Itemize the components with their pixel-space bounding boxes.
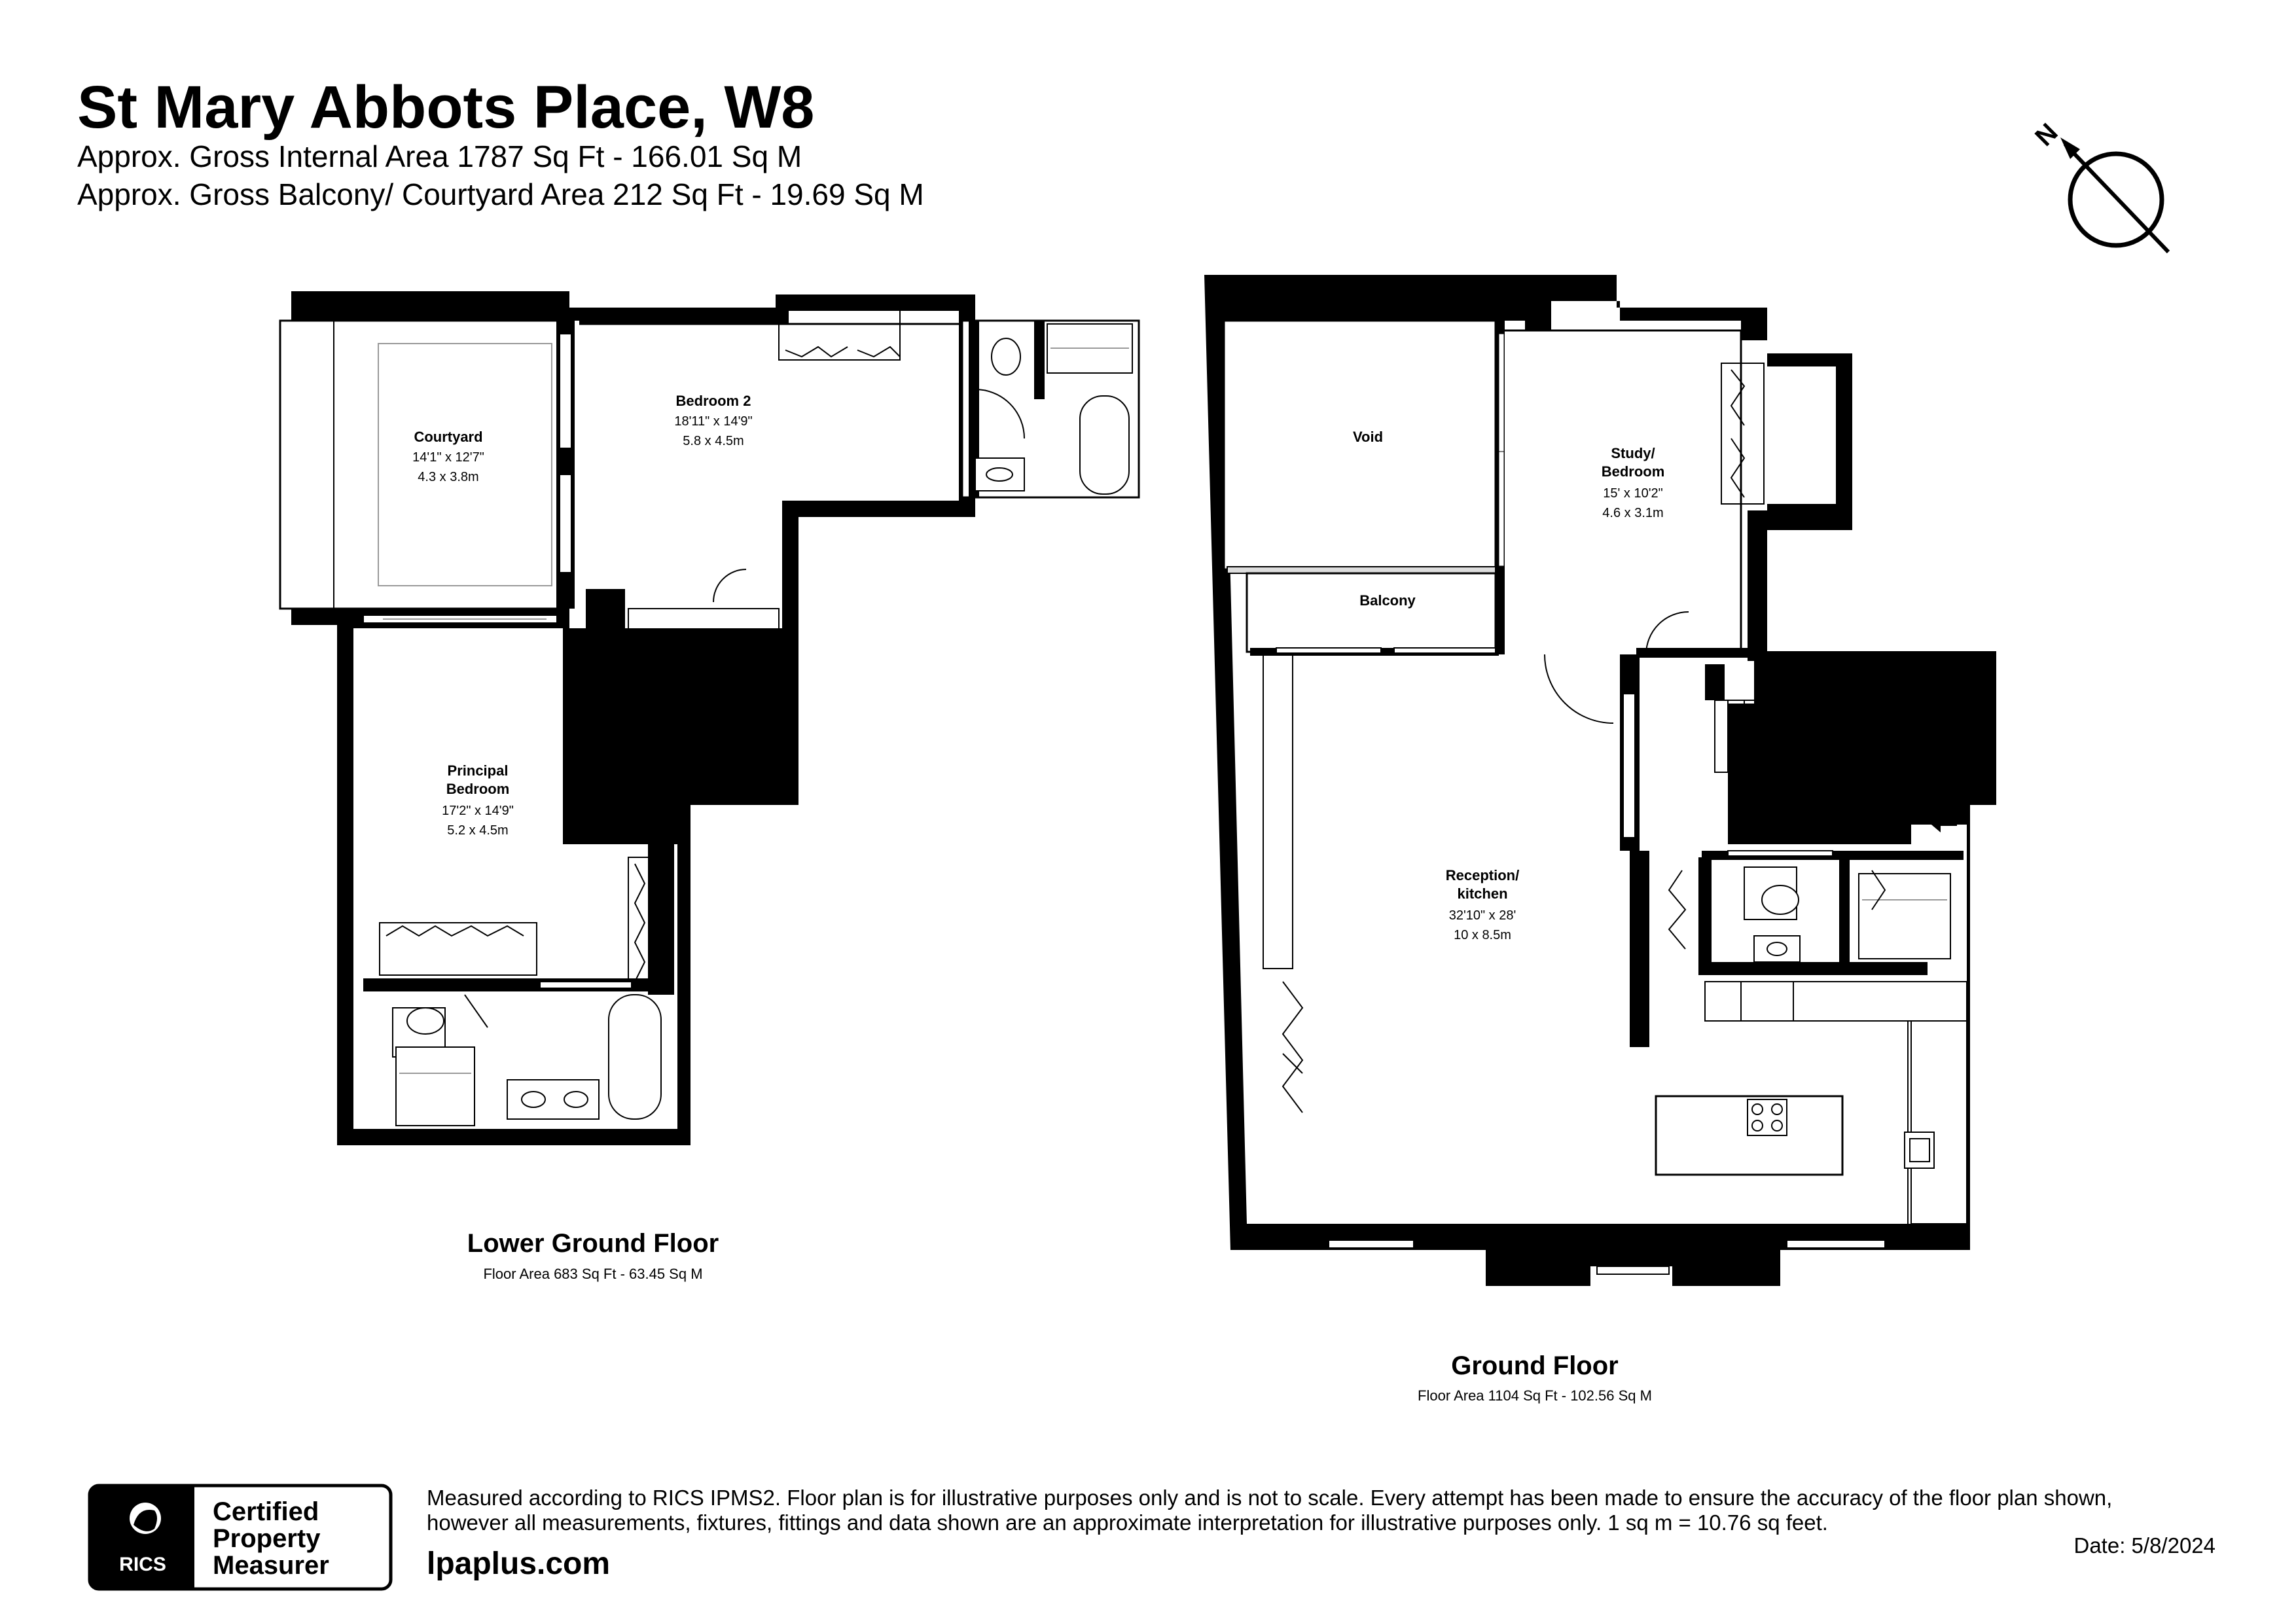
badge-line-2: Property [213,1524,321,1553]
hob-icon [1747,1099,1787,1136]
void-name: Void [1353,429,1383,445]
external-area-text: Approx. Gross Balcony/ Courtyard Area 21… [77,177,924,211]
study-name-1: Study/ [1611,445,1655,461]
ground-floor-plan [1204,275,1996,1286]
bedroom-2-metric: 5.8 x 4.5m [683,434,744,448]
courtyard-metric: 4.3 x 3.8m [418,470,478,484]
north-label: N [2030,118,2064,152]
principal-bedroom-label: Principal Bedroom 17'2" x 14'9" 5.2 x 4.… [442,762,514,838]
ground-floor-title: Ground Floor [1451,1351,1619,1380]
lower-ground-floor-plan [268,291,1140,1145]
balcony-name: Balcony [1359,592,1416,609]
study-bedroom-label: Study/ Bedroom 15' x 10'2" 4.6 x 3.1m [1602,445,1665,520]
principal-bedroom-imperial: 17'2" x 14'9" [442,804,514,818]
principal-bedroom-metric: 5.2 x 4.5m [447,823,508,838]
courtyard-name: Courtyard [414,429,482,445]
disclaimer-line-1: Measured according to RICS IPMS2. Floor … [427,1486,2112,1510]
reception-metric: 10 x 8.5m [1454,928,1511,942]
bedroom-2-name: Bedroom 2 [676,393,751,409]
courtyard-imperial: 14'1" x 12'7" [412,450,484,465]
reception-kitchen-label: Reception/ kitchen 32'10" x 28' 10 x 8.5… [1446,867,1519,942]
principal-bedroom-name-1: Principal [448,762,509,779]
bedroom-2-label: Bedroom 2 18'11" x 14'9" 5.8 x 4.5m [674,393,752,448]
page-title: St Mary Abbots Place, W8 [77,74,814,141]
bedroom-2-imperial: 18'11" x 14'9" [674,414,752,429]
plan-date: Date: 5/8/2024 [2074,1533,2216,1558]
reception-name-2: kitchen [1457,885,1507,902]
lower-ground-title: Lower Ground Floor [467,1229,719,1258]
principal-bedroom-name-2: Bedroom [446,781,510,797]
badge-line-1: Certified [213,1497,319,1526]
reception-name-1: Reception/ [1446,867,1519,883]
entrance-arrow-icon [1928,812,1957,832]
study-name-2: Bedroom [1602,463,1665,480]
ground-floor-walls [1204,275,1996,1286]
balcony-area [1246,572,1497,653]
rics-lion-icon [130,1503,161,1534]
study-imperial: 15' x 10'2" [1603,486,1662,501]
void-area [1223,319,1497,571]
disclaimer-line-2: however all measurements, fixtures, fitt… [427,1510,1828,1535]
study-metric: 4.6 x 3.1m [1602,506,1663,520]
courtyard-area [279,319,563,610]
reception-imperial: 32'10" x 28' [1449,908,1516,923]
kitchen-island [1655,1095,1844,1176]
rics-logo-text: RICS [119,1554,166,1575]
rics-badge: RICS Certified Property Measurer [88,1484,393,1591]
ground-floor-area: Floor Area 1104 Sq Ft - 102.56 Sq M [1418,1387,1652,1404]
north-arrow-icon: N [2030,118,2170,254]
courtyard-label: Courtyard 14'1" x 12'7" 4.3 x 3.8m [412,429,484,484]
badge-line-3: Measurer [213,1551,329,1580]
internal-area-text: Approx. Gross Internal Area 1787 Sq Ft -… [77,139,802,173]
lower-ground-area: Floor Area 683 Sq Ft - 63.45 Sq M [483,1266,702,1282]
website-link[interactable]: lpaplus.com [427,1546,610,1581]
